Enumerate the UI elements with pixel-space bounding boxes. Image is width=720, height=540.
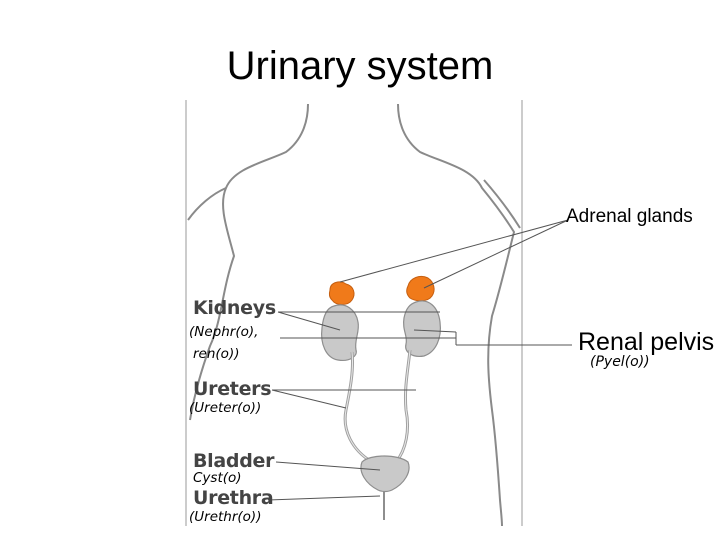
- adrenal-gland-right: [406, 275, 435, 302]
- bladder-latin: Cyst(o): [193, 470, 242, 486]
- kidneys-latin-line2: ren(o)): [193, 346, 240, 362]
- kidney-right: [402, 300, 441, 357]
- kidneys-latin-line1: (Nephr(o),: [189, 324, 259, 340]
- adrenal-glands-label: Adrenal glands: [566, 206, 693, 227]
- adrenal-gland-left: [328, 281, 355, 305]
- kidneys-label: Kidneys: [193, 297, 276, 319]
- bladder-label: Bladder: [193, 450, 275, 472]
- ureters: [343, 349, 412, 464]
- ureters-label: Ureters: [193, 378, 272, 400]
- slide-title: Urinary system: [226, 44, 494, 88]
- urethra-label: Urethra: [193, 487, 274, 509]
- pointer-lines: [267, 219, 572, 501]
- body-outline: [187, 103, 521, 527]
- bladder: [360, 455, 410, 493]
- urethra-latin: (Urethr(o)): [189, 509, 262, 525]
- ureters-latin: (Ureter(o)): [189, 400, 262, 416]
- renal-pelvis-label: Renal pelvis: [578, 328, 715, 356]
- renal-pelvis-latin: (Pyel(o)): [590, 354, 650, 370]
